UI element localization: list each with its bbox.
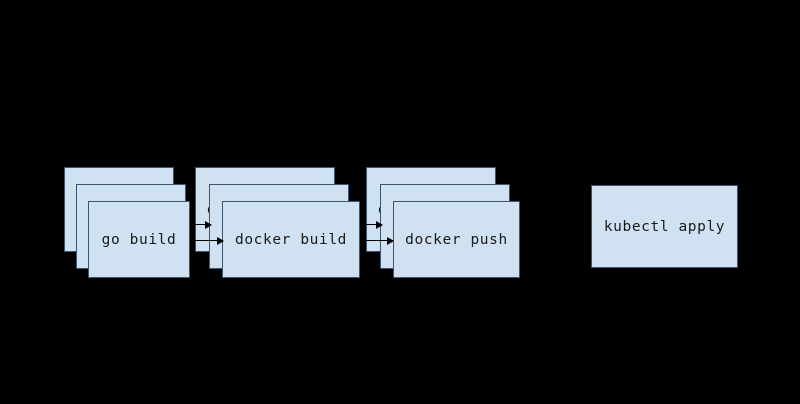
node-label: docker build bbox=[235, 231, 347, 248]
node-docker-push[interactable]: docker push bbox=[393, 201, 520, 278]
arrow-docker-build-to-docker-push-lower bbox=[360, 236, 394, 245]
node-kubectl-apply[interactable]: kubectl apply bbox=[591, 185, 738, 268]
node-label: go build bbox=[101, 231, 177, 248]
arrow-docker-build-to-docker-push-upper bbox=[366, 220, 383, 229]
node-go-build[interactable]: go build bbox=[88, 201, 190, 278]
arrow-go-build-to-docker-build-lower bbox=[190, 236, 224, 245]
arrow-go-build-to-docker-build-upper bbox=[195, 220, 212, 229]
node-label: kubectl apply bbox=[603, 218, 726, 235]
node-docker-build[interactable]: docker build bbox=[222, 201, 360, 278]
node-label: docker push bbox=[405, 231, 508, 248]
